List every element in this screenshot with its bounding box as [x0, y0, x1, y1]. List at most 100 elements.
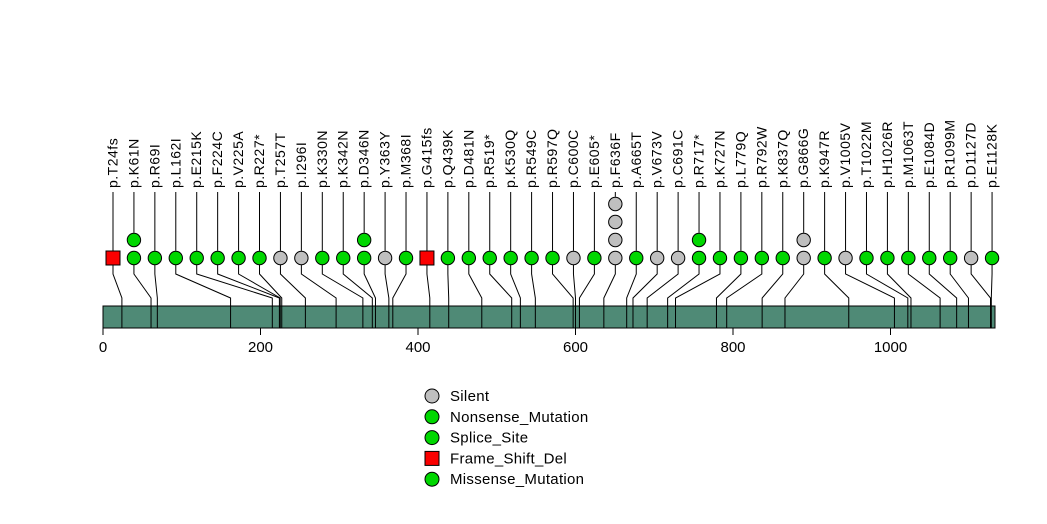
connector-line — [572, 264, 576, 328]
legend-label: Missense_Mutation — [450, 471, 584, 488]
connector-line — [238, 264, 281, 328]
mutation-marker — [775, 250, 790, 266]
axis-tick-label: 1000 — [874, 339, 907, 356]
mutation-label: p.E1128K — [984, 123, 1000, 188]
mutation-marker — [524, 250, 539, 266]
connector-line — [928, 264, 958, 328]
mutation-label: p.R597Q — [544, 128, 560, 188]
mutation-label: p.T257T — [272, 132, 288, 188]
mutation-label: p.R519* — [481, 134, 497, 188]
mutation-label: p.E215K — [188, 131, 204, 188]
connector-line — [112, 264, 123, 328]
connector-line — [447, 264, 450, 328]
mutation-label: p.V673V — [649, 131, 665, 188]
mutation-marker — [440, 250, 456, 266]
mutation-marker — [733, 250, 749, 266]
mutation-label: p.C691C — [670, 129, 686, 188]
legend-label: Silent — [450, 388, 490, 405]
mutation-marker — [608, 232, 623, 248]
connector-line — [363, 264, 376, 328]
mutation-marker — [901, 250, 916, 266]
mutation-marker — [608, 214, 623, 230]
connector-line — [154, 264, 158, 328]
mutation-label: p.K342N — [335, 130, 351, 188]
mutation-label: p.G866G — [795, 128, 811, 188]
connector-line — [824, 264, 850, 328]
mutation-marker — [210, 250, 225, 266]
mutation-label: p.K947R — [816, 130, 832, 188]
mutation-marker — [168, 250, 183, 266]
axis-tick-label: 600 — [563, 339, 588, 356]
mutation-label: p.R792W — [753, 126, 769, 188]
legend-marker-silent-icon — [424, 388, 440, 404]
mutation-marker — [670, 250, 686, 266]
mutation-marker — [336, 250, 351, 266]
mutation-marker — [273, 250, 288, 266]
legend-marker-splice_site-icon — [424, 430, 440, 446]
mutation-marker — [315, 250, 330, 266]
mutation-label: p.T24fs — [105, 138, 121, 188]
mutation-marker — [984, 250, 1000, 266]
mutation-marker — [629, 250, 644, 266]
mutation-marker — [943, 250, 958, 266]
mutation-label: p.M368I — [398, 134, 414, 188]
mutation-label: p.R549C — [523, 129, 539, 188]
mutation-marker — [754, 250, 770, 266]
mutation-label: p.E605* — [586, 135, 602, 188]
mutation-marker — [838, 250, 853, 266]
connector-line — [578, 264, 595, 328]
connector-line — [667, 264, 700, 328]
mutation-marker — [796, 250, 811, 266]
connector-line — [603, 264, 616, 328]
mutation-marker — [566, 250, 581, 266]
mutation-marker — [189, 250, 204, 266]
mutation-marker — [545, 250, 560, 266]
mutation-label: p.E1084D — [921, 122, 937, 188]
mutation-marker — [691, 250, 707, 266]
mutation-marker — [294, 250, 309, 266]
mutation-label: p.R227* — [251, 134, 267, 188]
mutation-label: p.R717* — [691, 134, 707, 188]
connector-line — [259, 264, 283, 328]
mutation-marker — [252, 250, 267, 266]
mutation-marker — [356, 250, 372, 266]
mutation-label: p.K530Q — [502, 129, 518, 188]
mutation-label: p.T1022M — [858, 121, 874, 188]
mutation-label: p.H1026R — [879, 121, 895, 188]
mutation-label: p.K61N — [125, 138, 141, 188]
mutation-marker — [587, 250, 602, 266]
legend-label: Splice_Site — [450, 430, 528, 447]
axis-tick-label: 0 — [99, 339, 107, 356]
mutation-marker — [880, 250, 895, 266]
mutation-label: p.R1099M — [942, 119, 958, 188]
connector-line — [845, 264, 895, 328]
mutation-marker — [796, 232, 811, 248]
mutation-label: p.A665T — [628, 132, 644, 188]
mutation-label: p.G415fs — [418, 127, 434, 188]
mutation-label: p.M1063T — [900, 121, 916, 188]
mutation-label: p.F636F — [607, 132, 623, 188]
mutation-marker — [398, 250, 414, 266]
connector-line — [990, 264, 993, 328]
mutation-label: p.L162I — [167, 138, 183, 188]
mutation-marker — [105, 250, 121, 266]
connector-line — [300, 264, 337, 328]
mutation-label: p.V225A — [230, 131, 246, 188]
legend-marker-frame_shift_del-icon — [424, 450, 440, 466]
connector-line — [646, 264, 679, 328]
mutation-label: p.K330N — [314, 130, 330, 188]
connector-line — [510, 264, 521, 328]
connector-line — [133, 264, 152, 328]
mutation-marker — [503, 250, 518, 266]
mutation-marker — [712, 250, 728, 266]
mutation-marker — [147, 250, 163, 266]
legend-marker-missense_mutation-icon — [424, 471, 440, 487]
mutation-marker — [482, 250, 497, 266]
legend-label: Frame_Shift_Del — [450, 450, 567, 467]
mutation-label: p.K837Q — [774, 129, 790, 188]
mutation-label: p.D1127D — [963, 122, 979, 188]
legend-marker-nonsense_mutation-icon — [424, 409, 440, 425]
connector-line — [321, 264, 364, 328]
connector-line — [279, 264, 306, 328]
